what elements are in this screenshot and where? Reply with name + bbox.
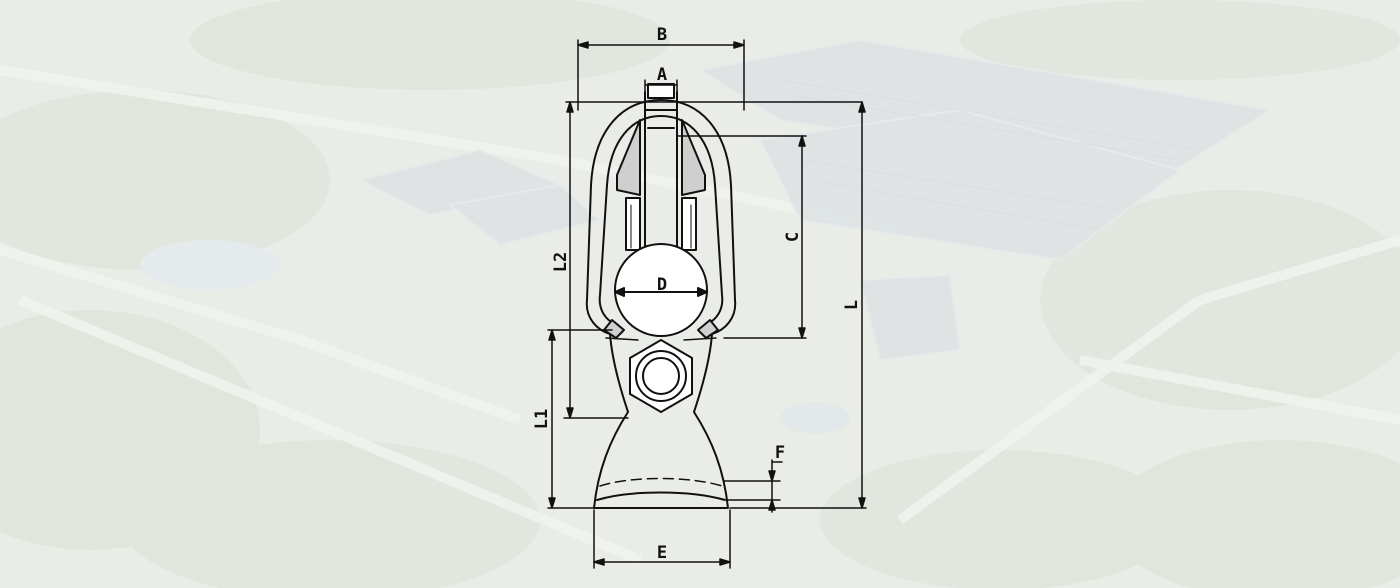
- slot-window-right: [681, 197, 697, 251]
- label-C: C: [783, 232, 803, 242]
- label-L: L: [842, 300, 862, 310]
- label-D: D: [657, 275, 667, 295]
- swivel-ball: [614, 243, 708, 337]
- label-F: F: [775, 443, 785, 463]
- label-A: A: [657, 65, 667, 85]
- label-L1: L1: [532, 409, 552, 429]
- outer-bow-outline: [585, 99, 737, 335]
- bow-insert: [603, 119, 719, 339]
- swivel-fitting-drawing: [547, 39, 867, 569]
- slot-window-left: [625, 197, 641, 251]
- label-L2: L2: [551, 252, 571, 272]
- pin-shank: [644, 91, 678, 251]
- dimension-lines: [547, 39, 867, 569]
- hex-nut: [629, 339, 693, 413]
- label-E: E: [657, 543, 667, 563]
- lower-body-outline: [609, 333, 713, 413]
- saddle-outline: [593, 411, 729, 509]
- label-B: B: [657, 25, 667, 45]
- dimension-labels: B A D E F C L L2 L1: [532, 25, 862, 563]
